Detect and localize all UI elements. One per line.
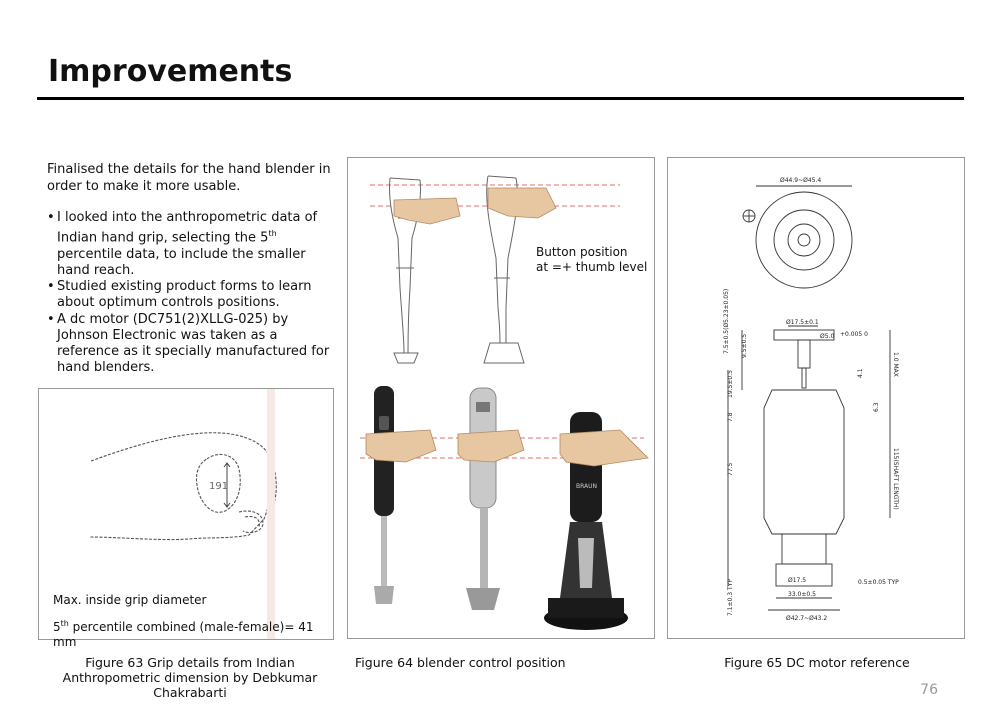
figure-65-motor-drawing: Ø44.9~Ø45.4 Ø17.5±0.1 Ø5.0 +0.005 0 0.5±… [667, 157, 965, 639]
blender-photo-2 [466, 387, 500, 610]
grip-note: Max. inside grip diameter 5th percentile… [53, 593, 314, 649]
svg-text:33.0±0.5: 33.0±0.5 [788, 591, 816, 598]
svg-text:7.8: 7.8 [727, 412, 734, 422]
list-item: Studied existing product forms to learn … [47, 279, 337, 311]
svg-text:BRAUN: BRAUN [576, 483, 597, 490]
title-divider [37, 97, 964, 100]
list-item: I looked into the anthropometric data of… [47, 210, 337, 279]
svg-text:Ø17.5: Ø17.5 [788, 577, 806, 584]
svg-text:115(SHAFT LENGTH): 115(SHAFT LENGTH) [892, 448, 899, 510]
svg-text:7.5±0.5(Ø5.23±0.05): 7.5±0.5(Ø5.23±0.05) [723, 289, 730, 354]
figure-65-caption: Figure 65 DC motor reference [724, 655, 910, 670]
figure-63-caption: Figure 63 Grip details from Indian Anthr… [62, 655, 318, 700]
svg-text:+0.005 0: +0.005 0 [840, 331, 868, 338]
blender-photo-1 [374, 386, 394, 604]
svg-text:Ø5.0: Ø5.0 [820, 333, 834, 340]
svg-text:77.5: 77.5 [727, 462, 734, 476]
figure-64-caption: Figure 64 blender control position [355, 655, 566, 670]
dc-motor-technical-drawing: Ø44.9~Ø45.4 Ø17.5±0.1 Ø5.0 +0.005 0 0.5±… [723, 177, 899, 622]
svg-text:0.5±0.05 TYP: 0.5±0.05 TYP [858, 579, 899, 586]
svg-text:Ø42.7~Ø43.2: Ø42.7~Ø43.2 [786, 615, 827, 622]
svg-text:Ø17.5±0.1: Ø17.5±0.1 [786, 319, 819, 326]
svg-text:Ø44.9~Ø45.4: Ø44.9~Ø45.4 [780, 177, 821, 184]
svg-text:6.3: 6.3 [873, 402, 880, 412]
list-item: A dc motor (DC751(2)XLLG-025) by Johnson… [47, 312, 337, 377]
svg-text:191: 191 [209, 481, 228, 492]
svg-text:4.1: 4.1 [857, 368, 864, 378]
intro-text: Finalised the details for the hand blend… [47, 162, 331, 194]
svg-text:9.5±0.5: 9.5±0.5 [741, 334, 748, 358]
figure-64-blender-controls: BRAUN Button position at =+ thumb level [347, 157, 655, 639]
improvement-list: I looked into the anthropometric data of… [47, 210, 337, 376]
svg-text:7.1±0.3 TYP: 7.1±0.3 TYP [727, 579, 734, 616]
blender-control-illustration: BRAUN [360, 175, 649, 630]
button-position-annotation: Button position at =+ thumb level [536, 245, 648, 274]
figure-63-grip-drawing: 191 Max. inside grip diameter 5th percen… [38, 388, 334, 649]
svg-text:1.0 MAX: 1.0 MAX [892, 352, 899, 377]
svg-text:19.5±0.5: 19.5±0.5 [727, 370, 734, 398]
page-number: 76 [920, 682, 938, 698]
hand-grip-illustration: 191 [88, 389, 277, 639]
page-title: Improvements [48, 54, 293, 89]
